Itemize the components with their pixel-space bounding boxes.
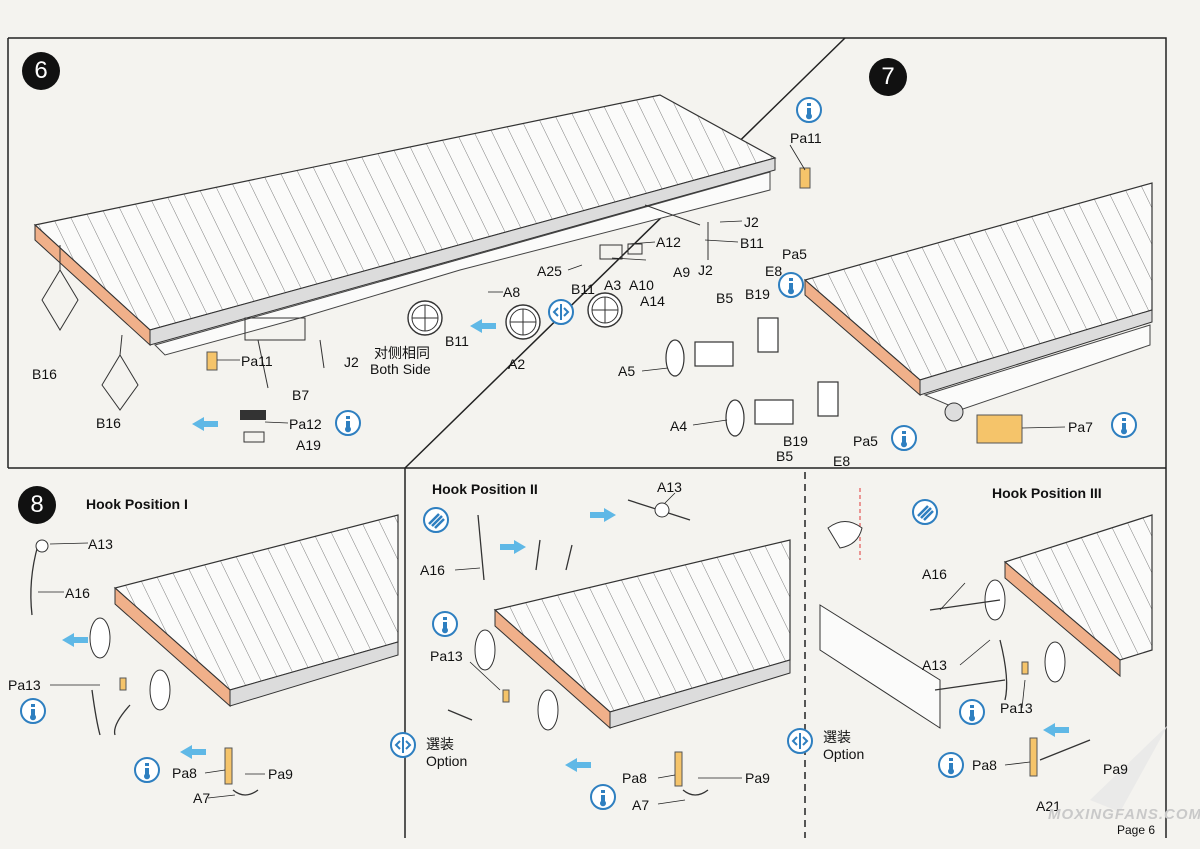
part-label: Pa9 [268, 766, 293, 782]
step6-wagon [33, 94, 822, 443]
page-number: Page 6 [1117, 823, 1156, 837]
part-label: A4 [670, 418, 688, 434]
both-side-note-cn: 对侧相同 [374, 345, 430, 361]
option-note-cn-1: 選装 [426, 736, 454, 752]
part-label: A12 [656, 234, 681, 250]
part-label: A14 [640, 293, 665, 309]
part-label: Pa5 [782, 246, 807, 262]
hook-position-1-title: Hook Position I [86, 496, 188, 512]
part-label: Pa8 [172, 765, 197, 781]
part-label: A16 [420, 562, 445, 578]
part-label: Pa8 [622, 770, 647, 786]
part-label: Pa5 [853, 433, 878, 449]
part-label: B11 [445, 333, 469, 349]
part-label: A7 [632, 797, 650, 813]
part-label: A13 [657, 479, 682, 495]
option-note-cn-2: 選装 [823, 729, 851, 745]
part-label: Pa9 [745, 770, 770, 786]
part-label: J2 [344, 354, 359, 370]
part-label: A9 [673, 264, 691, 280]
step8-wagon-2 [390, 499, 791, 810]
option-note-en-2: Option [823, 746, 865, 762]
part-label: Pa13 [1000, 700, 1033, 716]
part-label: A19 [296, 437, 321, 453]
part-label: Pa11 [790, 130, 822, 146]
step-6-number: 6 [22, 52, 60, 90]
step8-wagon-1 [20, 514, 399, 796]
part-label: A16 [922, 566, 947, 582]
both-side-note-en: Both Side [370, 361, 431, 377]
part-label: Pa8 [972, 757, 997, 773]
part-label: A2 [508, 356, 526, 372]
part-label: A21 [1036, 798, 1061, 814]
step6-leaders [217, 144, 806, 424]
option-note-en-1: Option [426, 753, 468, 769]
part-label: A7 [193, 790, 211, 806]
watermark: MOXINGFANS.COM [1048, 806, 1200, 823]
part-label: J2 [744, 214, 759, 230]
part-label: E8 [765, 263, 783, 279]
part-label: Pa7 [1068, 419, 1093, 435]
hook-position-3-title: Hook Position III [992, 485, 1102, 501]
step8-leaders [38, 492, 1031, 805]
part-label: B5 [776, 448, 794, 464]
part-label: Pa13 [8, 677, 41, 693]
step-7-number: 7 [869, 58, 907, 96]
part-label: Pa13 [430, 648, 463, 664]
part-label: B11 [571, 281, 595, 297]
part-label: B19 [745, 286, 770, 302]
part-label: A5 [618, 363, 636, 379]
part-label: A13 [88, 536, 113, 552]
part-label: B11 [740, 235, 764, 251]
part-label: A25 [537, 263, 562, 279]
hook-position-2-title: Hook Position II [432, 481, 538, 497]
step-8-number: 8 [18, 486, 56, 524]
part-label: A13 [922, 657, 947, 673]
part-label: J2 [698, 262, 713, 278]
part-label: Pa9 [1103, 761, 1128, 777]
part-label: B16 [96, 415, 121, 431]
part-label: Pa12 [289, 416, 322, 432]
panel-frames [7, 37, 1167, 838]
part-label: A3 [604, 277, 622, 293]
part-label: A8 [503, 284, 521, 300]
part-label: Pa11 [241, 353, 273, 369]
part-label: A16 [65, 585, 90, 601]
part-label: B19 [783, 433, 808, 449]
step7-leaders [641, 367, 1066, 429]
part-label: E8 [833, 453, 851, 469]
part-label: A10 [629, 277, 654, 293]
part-label: B7 [292, 387, 310, 403]
part-label: B16 [32, 366, 57, 382]
part-label: B5 [716, 290, 734, 306]
step8-wagon-3 [787, 488, 1168, 812]
step7-wagon [665, 182, 1153, 451]
